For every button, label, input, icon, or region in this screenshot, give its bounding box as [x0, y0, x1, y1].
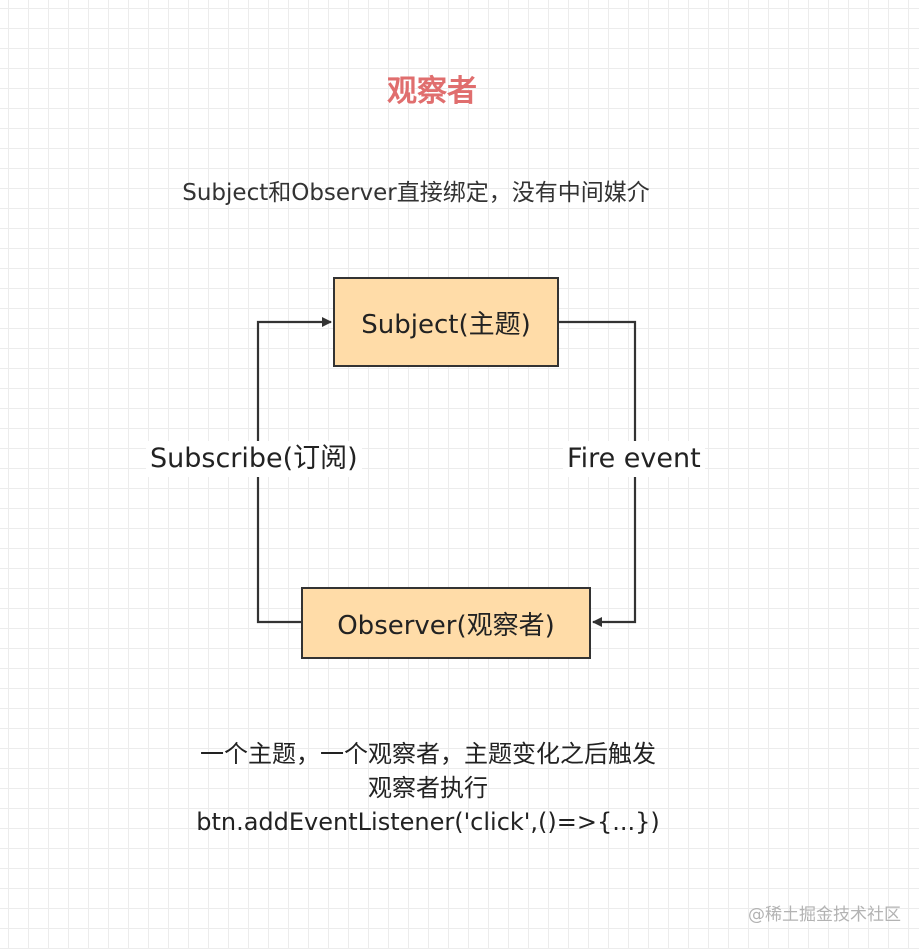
note-line-3: btn.addEventListener('click',()=>{...}) — [196, 808, 660, 836]
observer-node-label: Observer(观察者) — [337, 610, 555, 641]
observer-node: Observer(观察者) — [301, 587, 591, 659]
note-line-2: 观察者执行 — [368, 774, 488, 802]
diagram-title: 观察者 — [387, 74, 477, 109]
subject-node-label: Subject(主题) — [361, 309, 531, 340]
fire-event-edge-label: Fire event — [563, 441, 705, 477]
subscribe-edge-label: Subscribe(订阅) — [146, 441, 362, 477]
diagram-subtitle: Subject和Observer直接绑定，没有中间媒介 — [182, 180, 650, 206]
watermark: @稀土掘金技术社区 — [748, 905, 901, 925]
explanation-note: 一个主题，一个观察者，主题变化之后触发 观察者执行 btn.addEventLi… — [0, 737, 856, 839]
note-line-1: 一个主题，一个观察者，主题变化之后触发 — [200, 740, 656, 768]
subject-node: Subject(主题) — [333, 277, 559, 367]
